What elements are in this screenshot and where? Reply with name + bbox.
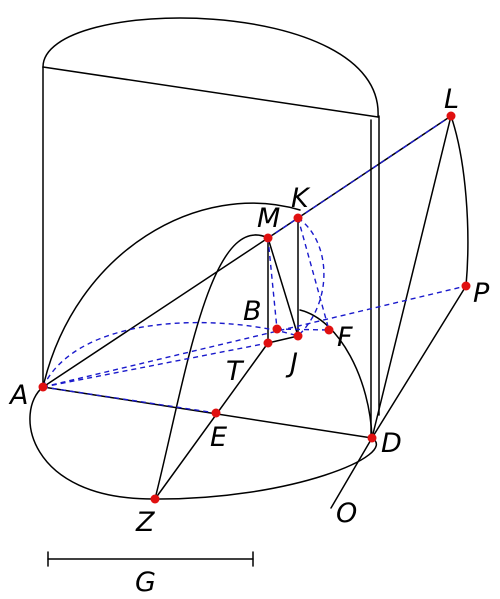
point-F [324,325,334,335]
point-A [38,382,48,392]
label-K: K [291,183,311,214]
point-T [263,338,273,348]
label-T: T [226,356,245,387]
line-B-J [267,335,299,344]
dashed-A-E [42,386,217,414]
label-G: G [135,567,156,598]
dashed-A-J-arc [42,321,299,388]
label-E: E [210,422,227,453]
label-P: P [473,278,490,309]
label-B: B [243,296,262,327]
point-E [211,408,221,418]
label-O: O [336,498,357,529]
line-Z-D [154,342,269,500]
line-D-P [371,285,467,439]
label-L: L [444,84,459,115]
line-M-J [267,237,299,337]
dashed-M-B [267,237,278,330]
label-Z: Z [135,507,155,538]
point-J [293,331,303,341]
construction-lines [42,115,469,567]
point-K [293,213,303,223]
point-D [367,433,377,443]
curve-A-to-M-big [42,202,301,388]
points [38,111,471,504]
cylinder-top-arc [42,17,379,118]
dashed-A-P [42,285,467,388]
label-D: D [381,428,402,459]
hidden-lines [42,115,467,414]
line-D-L [371,115,452,439]
point-L [446,111,456,121]
label-F: F [337,322,353,353]
label-M: M [257,203,280,234]
cylinder-top-edge [42,66,379,118]
curve-Z-to-M [154,234,269,500]
point-M [263,233,273,243]
dashed-K-F [297,217,330,331]
dashed-K-arc [297,217,325,337]
line-D-O [330,437,373,509]
point-labels: A B D E F G J K L M O P T Z [8,84,490,598]
dashed-B-F [276,328,330,331]
line-A-M [42,237,269,388]
point-B [272,324,282,334]
label-A: A [8,380,28,411]
point-P [461,281,471,291]
dashed-A-T [42,342,269,388]
point-Z [150,494,160,504]
arc-L-P [450,115,469,287]
cylinder [29,17,380,500]
label-J: J [285,348,298,379]
cylinder-base-ellipse [29,309,378,500]
